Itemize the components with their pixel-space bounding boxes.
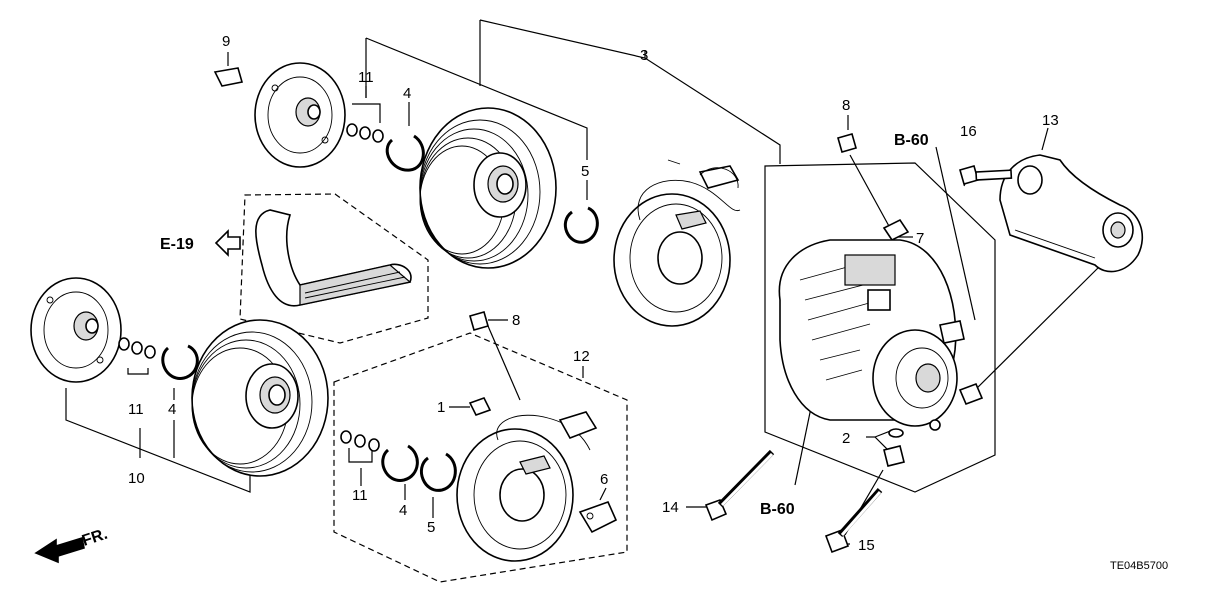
lower-field-coil [456,397,618,562]
bottom-shims [340,430,457,492]
callout-1: 1 [437,399,445,416]
bolt-8-lower [469,311,489,331]
lower-pulley [191,319,329,477]
callout-12: 12 [573,348,590,365]
callout-2: 2 [842,430,850,447]
callout-15: 15 [858,537,875,554]
compressor [778,218,984,467]
upper-field-coil [613,159,741,327]
drive-belt [255,209,412,307]
e19-reference: E-19 [160,229,241,257]
front-label: FR. [80,526,110,550]
lower-pressure-plate [30,277,122,383]
compressor-bracket [999,154,1144,273]
callouts: 9 11 4 3 5 8 B-60 16 13 7 8 12 1 11 4 10… [128,33,1168,572]
callout-4-upper: 4 [403,85,411,102]
callout-4-lower: 4 [168,401,176,418]
callout-11-lower: 11 [128,401,144,418]
callout-11-bottom: 11 [352,487,368,504]
callout-16: 16 [960,123,977,140]
callout-5-upper: 5 [581,163,589,180]
callout-6: 6 [600,471,608,488]
callout-9: 9 [222,33,230,50]
callout-11-upper: 11 [358,69,374,86]
bracket-lines [65,19,996,583]
callout-8-upper: 8 [842,97,850,114]
callout-4-bottom: 4 [399,502,407,519]
upper-shims [346,123,425,172]
bolt-8-upper [837,133,857,153]
upper-pressure-plate [213,62,346,168]
long-bolts [704,449,883,554]
front-arrow: FR. [34,526,110,564]
callout-5-bottom: 5 [427,519,435,536]
callout-13: 13 [1042,112,1059,129]
callout-14: 14 [662,499,679,516]
diagram-code: TE04B5700 [1110,560,1168,572]
callout-10: 10 [128,470,145,487]
bolt-16 [959,165,1013,185]
lower-shims [118,337,199,380]
b60-top-label: B-60 [894,132,929,149]
callout-8-lower: 8 [512,312,520,329]
upper-pulley [419,107,557,269]
upper-snap-ring [563,206,599,244]
e19-label: E-19 [160,236,194,253]
callout-3: 3 [640,47,648,64]
b60-bottom-label: B-60 [760,501,795,518]
callout-7: 7 [916,230,924,247]
